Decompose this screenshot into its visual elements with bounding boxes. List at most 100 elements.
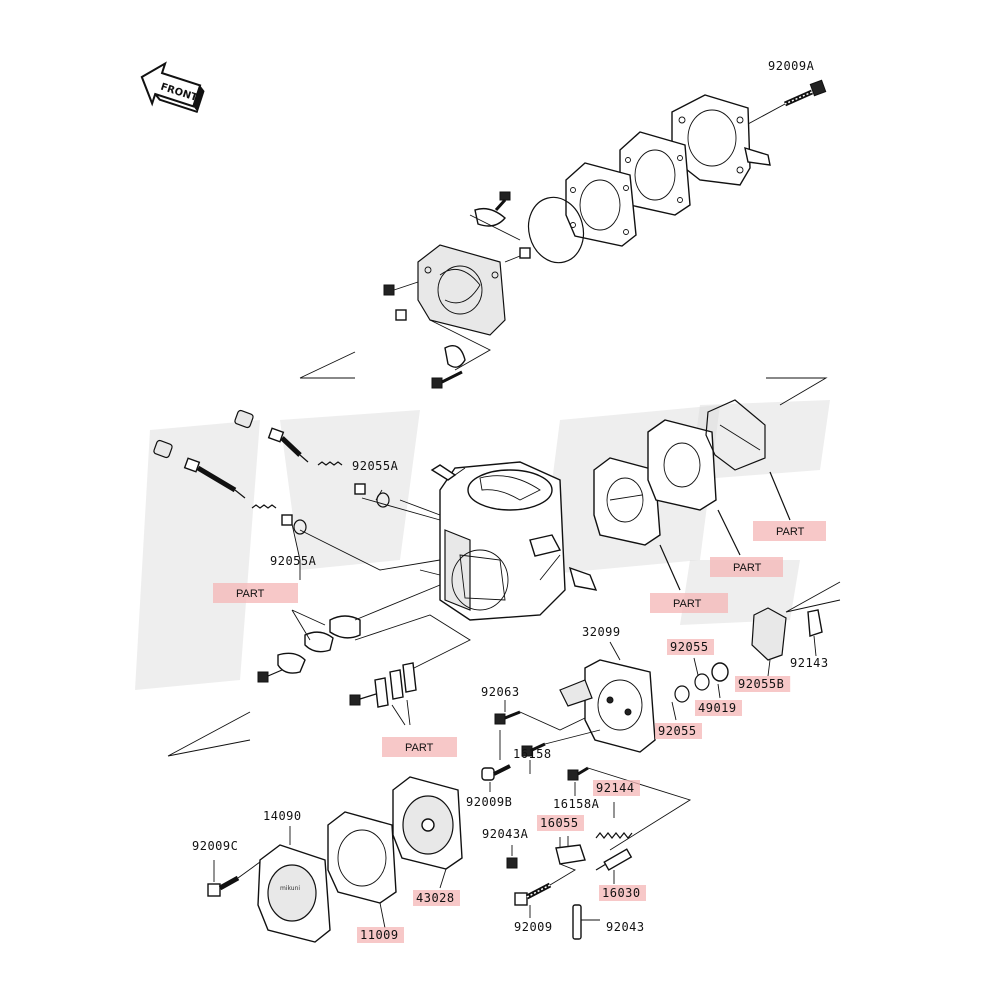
part-number-label: 43028 [413, 890, 460, 906]
label-highlight [735, 676, 791, 692]
part-number-text: 92143 [790, 656, 829, 670]
lever-16055 [555, 836, 586, 865]
screw-92009 [514, 863, 577, 918]
part-number-label: 92055 [667, 639, 714, 655]
jet-parts-left [257, 584, 471, 683]
o-rings-92055a [293, 489, 390, 535]
part-number-label: 16158A [553, 797, 600, 811]
part-number-text: 92144 [596, 781, 635, 795]
part-number-label: 92009 [514, 920, 553, 934]
float-valves [349, 662, 417, 726]
part-number-label: 49019 [695, 700, 742, 716]
part-number-text: 92063 [481, 685, 520, 699]
part-number-label: 92055A [270, 554, 317, 568]
spring-92144 [595, 832, 633, 839]
pump-o-ring [527, 196, 585, 264]
part-number-label: 16055 [537, 815, 584, 831]
pump-body [417, 244, 506, 336]
part-number-text: 16158A [553, 797, 600, 811]
part-tag-text: PART [405, 742, 434, 754]
valve-16030 [595, 848, 633, 871]
screw-92009a [747, 79, 827, 125]
part-number-label: 11009 [357, 927, 404, 943]
part-number-label: 92055 [655, 723, 702, 739]
pump-cover-32099 [559, 641, 729, 753]
part-number-label: 92055B [735, 676, 791, 692]
part-number-text: 92055A [352, 459, 399, 473]
part-number-text: 92055A [270, 554, 317, 568]
carb-gasket-2 [647, 419, 717, 511]
part-tag-text: PART [236, 588, 265, 600]
part-tag-background [710, 557, 783, 577]
part-number-text: 92043A [482, 827, 529, 841]
part-tag-background [650, 593, 728, 613]
mixture-screws [153, 409, 466, 580]
part-tag: PART [710, 557, 783, 577]
part-number-text: 43028 [416, 891, 455, 905]
part-number-text: 92009B [466, 795, 512, 809]
label-highlight [667, 639, 714, 655]
pump-gasket-upper [619, 131, 691, 216]
part-number-text: 92055 [670, 640, 709, 654]
label-highlight [599, 885, 646, 901]
label-highlight [593, 780, 640, 796]
part-number-text: 16158 [513, 747, 552, 761]
part-tag-layer: PART PART PART PART PART [213, 521, 826, 757]
part-number-label: 16030 [599, 885, 646, 901]
part-number-label: 92055A [352, 459, 399, 473]
screw-92009c [207, 861, 261, 897]
part-tag-text: PART [673, 598, 702, 610]
label-highlight [537, 815, 584, 831]
part-number-text: 92055B [738, 677, 784, 691]
part-number-label: 92043 [606, 920, 645, 934]
part-number-label: 92144 [593, 780, 640, 796]
part-number-label: 92009A [768, 59, 815, 73]
carburetor-body [430, 461, 598, 621]
part-number-label: 16158 [513, 747, 552, 761]
part-tag-background [213, 583, 298, 603]
small-nut-92043a [506, 857, 518, 869]
carb-gasket-1 [593, 457, 661, 546]
gasket-11009 [327, 811, 397, 929]
pump-small-screws [383, 191, 531, 389]
label-highlight [695, 700, 742, 716]
cover-14090: mikuni [257, 826, 331, 943]
label-highlight [357, 927, 404, 943]
leader-lines [213, 657, 721, 884]
part-number-text: 32099 [582, 625, 621, 639]
part-number-text: 14090 [263, 809, 302, 823]
part-tag: PART [650, 593, 728, 613]
part-tag: PART [753, 521, 826, 541]
choke-cap [751, 581, 841, 677]
part-number-text: 92055 [658, 724, 697, 738]
carb-gasket-3 [705, 399, 766, 471]
part-tag-text: PART [776, 526, 805, 538]
diaphragm-43028 [392, 776, 463, 889]
part-tag-background [382, 737, 457, 757]
label-layer: 92009A 92055A 92055A 32099 92055 92055 49019 92… [192, 59, 829, 943]
part-number-label: 92143 [790, 656, 829, 670]
part-tag: PART [382, 737, 457, 757]
fuel-pump-assembly [299, 79, 828, 406]
part-number-text: 16030 [602, 886, 641, 900]
part-tag-background [753, 521, 826, 541]
pump-gasket-lower [565, 162, 637, 247]
pump-cover [671, 94, 771, 186]
part-number-label: 32099 [582, 625, 621, 639]
part-number-label: 92009B [466, 795, 512, 809]
part-number-label: 92063 [481, 685, 520, 699]
part-number-label: 14090 [263, 809, 302, 823]
part-tag-text: PART [733, 562, 762, 574]
part-number-text: 11009 [360, 928, 399, 942]
part-number-text: 92009 [514, 920, 553, 934]
label-highlight [655, 723, 702, 739]
part-tag: PART [213, 583, 298, 603]
part-number-text: 16055 [540, 816, 579, 830]
pin-92043 [572, 904, 600, 940]
label-highlight [413, 890, 460, 906]
part-number-text: 92043 [606, 920, 645, 934]
part-number-text: 92009A [768, 59, 815, 73]
screws-middle [481, 710, 692, 851]
